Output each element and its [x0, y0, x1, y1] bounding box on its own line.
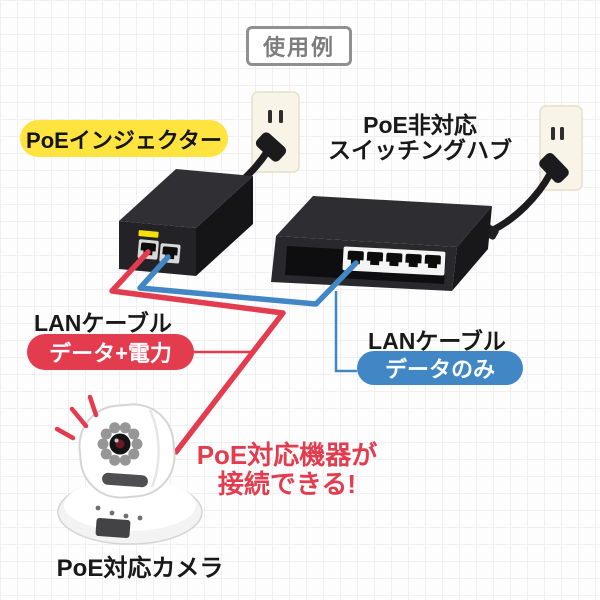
power-plug-left-icon	[242, 132, 287, 181]
switching-hub-illustration	[271, 196, 492, 291]
diagram-title: 使用例	[246, 26, 353, 66]
hub-label-line1: PoE非対応	[363, 112, 477, 138]
power-plug-right-icon	[479, 153, 569, 240]
power-cable-badge: データ+電力	[27, 334, 194, 370]
callout-text: PoE対応機器が 接続できる!	[182, 441, 392, 499]
callout-line2: 接続できる!	[217, 469, 357, 499]
lan-cable-red-icon	[109, 249, 286, 455]
camera-label: PoE対応カメラ	[56, 555, 224, 582]
data-cable-badge: データのみ	[357, 351, 523, 385]
callout-line1: PoE対応機器が	[196, 440, 378, 470]
camera-lens-icon	[97, 422, 143, 466]
hub-label-line2: スイッチングハブ	[328, 137, 512, 163]
power-cable-label: LANケーブル	[34, 310, 172, 336]
hub-label: PoE非対応 スイッチングハブ	[316, 113, 524, 163]
injector-label: PoEインジェクター	[20, 120, 228, 157]
lan-cable-blue-icon	[137, 254, 359, 373]
data-cable-label: LANケーブル	[368, 328, 506, 354]
network-camera-illustration	[57, 403, 203, 545]
emphasis-marks-icon	[54, 394, 99, 441]
